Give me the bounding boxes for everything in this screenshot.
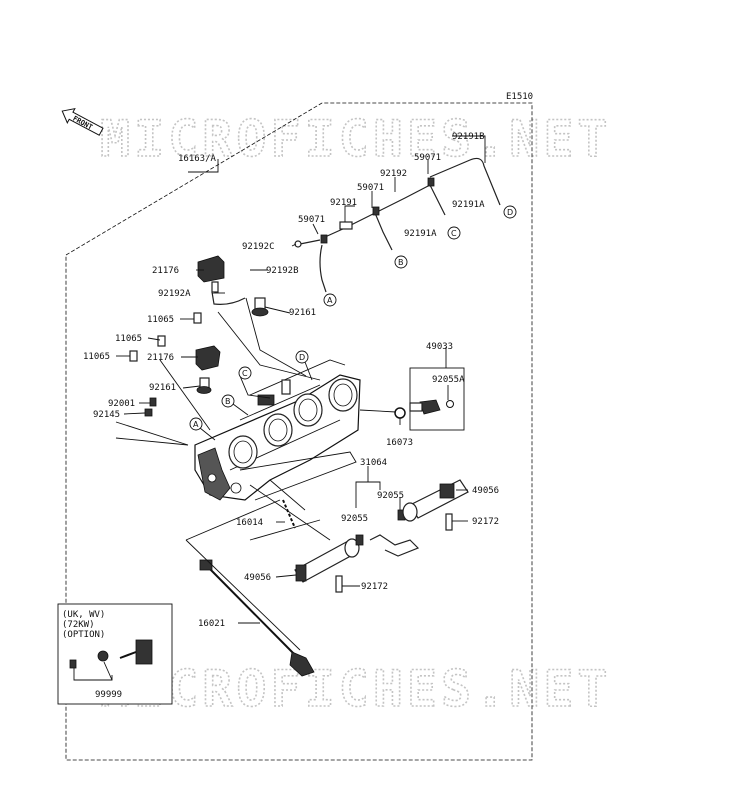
assembly-boundary — [65, 102, 533, 761]
option-line1: (UK, WV) — [62, 610, 105, 620]
label-92172-left: 92172 — [361, 582, 388, 592]
label-92055-left: 92055 — [341, 514, 368, 524]
callout-d-body: D — [295, 350, 309, 364]
sensor-21176-upper — [197, 255, 225, 293]
adjuster-16014 — [282, 499, 296, 529]
label-92192b: 92192B — [266, 266, 299, 276]
label-59071-left: 59071 — [298, 215, 325, 225]
label-16163a: 16163/A — [178, 154, 217, 164]
callout-a-hose: A — [323, 293, 337, 307]
label-92191: 92191 — [330, 198, 357, 208]
label-31064: 31064 — [360, 458, 387, 468]
svg-text:C: C — [451, 229, 457, 238]
sensor-box-49033 — [409, 367, 465, 431]
sensor-21176-mid — [195, 345, 221, 371]
label-16021: 16021 — [198, 619, 225, 629]
sensor-49033 — [409, 399, 454, 415]
label-92161-mid: 92161 — [149, 383, 176, 393]
cable-16021 — [199, 559, 315, 677]
label-92191a-top: 92191A — [452, 200, 485, 210]
svg-text:A: A — [327, 296, 333, 305]
label-92055a: 92055A — [432, 375, 465, 385]
label-49056-right: 49056 — [472, 486, 499, 496]
label-59071-mid: 59071 — [357, 183, 384, 193]
label-49056-left: 49056 — [244, 573, 271, 583]
label-99999: 99999 — [95, 690, 122, 700]
throttle-body-assembly — [194, 359, 361, 501]
callout-b-body: B — [221, 394, 235, 408]
label-92161-top: 92161 — [289, 308, 316, 318]
svg-text:D: D — [299, 353, 305, 362]
label-11065-b: 11065 — [115, 334, 142, 344]
fuel-rail-49056-left — [294, 538, 360, 583]
callout-b-hose: B — [394, 255, 408, 269]
screws-92001-92145 — [144, 397, 157, 417]
bolt-92161-mid — [196, 377, 212, 394]
diagram-code: E1510 — [506, 92, 533, 102]
fuel-rail-49056-right — [402, 479, 469, 522]
bolt-92161-upper — [251, 297, 269, 317]
svg-text:D: D — [507, 208, 513, 217]
label-21176-mid: 21176 — [147, 353, 174, 363]
watermark-bottom: MICROFICHES.NET — [100, 660, 612, 718]
label-92192: 92192 — [380, 169, 407, 179]
label-92192a: 92192A — [158, 289, 191, 299]
option-line2: (72KW) — [62, 620, 95, 630]
label-11065-a: 11065 — [147, 315, 174, 325]
svg-text:A: A — [193, 420, 199, 429]
label-92145: 92145 — [93, 410, 120, 420]
oring-16073 — [394, 407, 406, 419]
leader-lines — [73, 135, 486, 681]
callout-c-hose: C — [447, 226, 461, 240]
option-box — [57, 603, 173, 705]
label-92172-right: 92172 — [472, 517, 499, 527]
label-21176-top: 21176 — [152, 266, 179, 276]
label-92191b: 92191B — [452, 132, 485, 142]
label-16014: 16014 — [236, 518, 263, 528]
callout-d-hose: D — [503, 205, 517, 219]
label-59071-top: 59071 — [414, 153, 441, 163]
option-part-99999 — [69, 639, 153, 669]
option-line3: (OPTION) — [62, 630, 105, 640]
label-92055-right: 92055 — [377, 491, 404, 501]
label-16073: 16073 — [386, 438, 413, 448]
watermark-top: MICROFICHES.NET — [100, 110, 612, 168]
front-arrow-icon: FRONT — [61, 108, 104, 136]
bolt-92172-right — [445, 513, 453, 531]
label-49033: 49033 — [426, 342, 453, 352]
label-11065-c: 11065 — [83, 352, 110, 362]
bolt-92172-left — [335, 575, 343, 593]
callout-a-body: A — [189, 417, 203, 431]
svg-text:B: B — [398, 258, 404, 267]
vacuum-hose-group — [294, 157, 501, 293]
svg-text:B: B — [225, 397, 231, 406]
hose-92192a — [211, 291, 246, 305]
svg-text:C: C — [242, 369, 248, 378]
callout-c-body: C — [238, 366, 252, 380]
label-92191a-mid: 92191A — [404, 229, 437, 239]
label-92001: 92001 — [108, 399, 135, 409]
label-92192c: 92192C — [242, 242, 275, 252]
